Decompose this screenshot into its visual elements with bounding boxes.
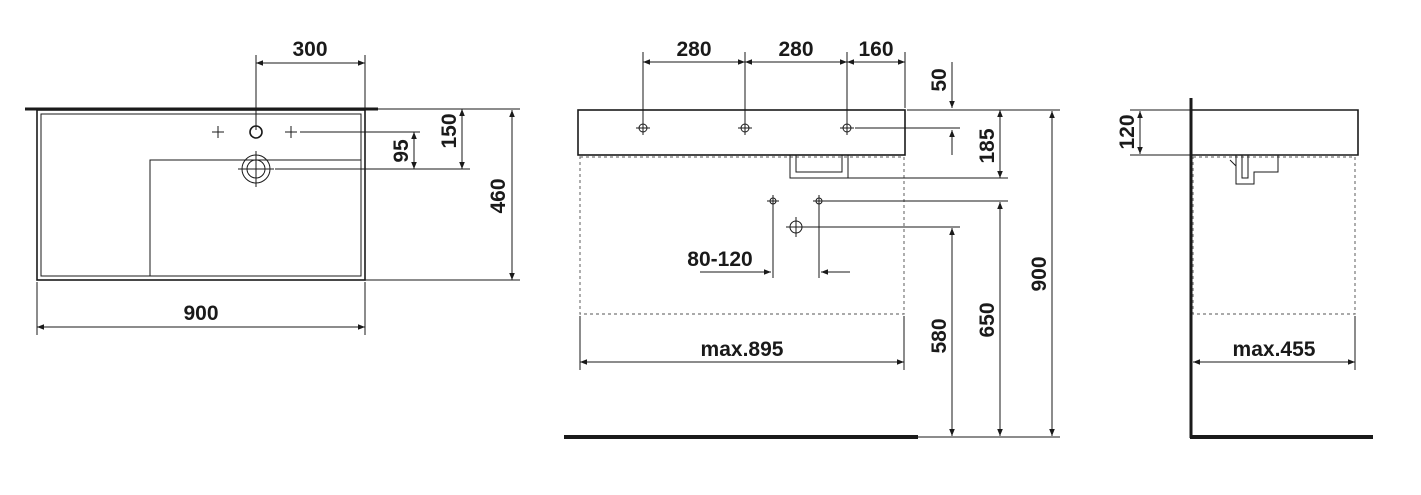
dim-hole-spacing-1: 280 [676,38,711,61]
dim-basin-height: 185 [976,128,999,163]
basin-outline [36,109,366,281]
tap-hole-right-icon [285,126,297,138]
basin-front [577,109,906,156]
dim-hole-height: 50 [928,68,951,91]
siphon [789,155,849,179]
dim-width: 900 [183,302,218,325]
tap-hole-left-icon [212,126,224,138]
dim-tap-offset: 300 [292,38,327,61]
dim-side-basin-height: 120 [1116,114,1139,149]
dim-supply-height: 650 [976,302,999,337]
dim-hole-depth: 150 [438,113,461,148]
supply-right-icon [813,195,825,207]
dim-cabinet-width: max.895 [701,338,784,361]
dim-cabinet-depth: max.455 [1233,338,1316,361]
dim-hole-edge: 160 [858,38,893,61]
basin-bowl [149,159,361,276]
siphon-side [1235,155,1279,185]
basin-side [1191,109,1359,156]
dim-pipe-spacing: 80-120 [687,248,752,271]
basin-inner-outline [40,113,362,277]
cabinet-outline [579,156,905,315]
dim-waste-height: 580 [928,318,951,353]
side-view: 120 max.455 [1116,98,1373,439]
dim-drain-depth: 95 [390,139,413,163]
supply-left-icon [767,195,779,207]
dim-depth: 460 [487,178,510,213]
front-view: 280 280 160 50 185 80-120 max.895 [564,38,1060,439]
dim-hole-spacing-2: 280 [778,38,813,61]
dim-total-height: 900 [1028,256,1051,291]
cabinet-side-outline [1192,156,1356,315]
top-view: 300 95 150 460 900 [25,38,520,335]
